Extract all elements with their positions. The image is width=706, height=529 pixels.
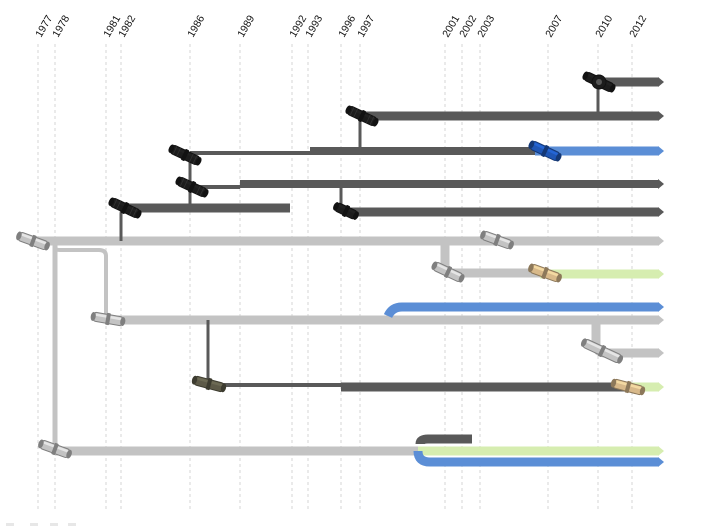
year-label: 1996 xyxy=(336,13,358,39)
pin-icon xyxy=(168,144,202,166)
pin-icon xyxy=(175,176,209,198)
pin-icon xyxy=(580,338,624,364)
arrow-tip xyxy=(658,457,664,467)
arrow-tip xyxy=(658,382,664,392)
pin-icon xyxy=(38,439,72,459)
year-label: 1982 xyxy=(116,13,138,39)
lane-2001-blue-top xyxy=(383,302,658,319)
year-label: 2012 xyxy=(627,13,649,39)
pin-icon xyxy=(480,230,514,250)
arrow-tip xyxy=(658,179,664,189)
arrow-tip xyxy=(658,302,664,312)
arrow-tip xyxy=(658,269,664,279)
arrow-tip xyxy=(658,236,664,246)
arrow-tip xyxy=(658,348,664,358)
year-label: 2007 xyxy=(543,13,565,39)
bottom-toolbar-ghost xyxy=(6,523,76,526)
arrow-tip xyxy=(658,315,664,325)
year-label: 2003 xyxy=(475,13,497,39)
year-label: 1986 xyxy=(185,13,207,39)
arrow-tip xyxy=(658,146,664,156)
pin-icon xyxy=(528,263,562,283)
branch-1981 xyxy=(53,246,108,318)
year-label: 2010 xyxy=(593,13,615,39)
pin-icon xyxy=(431,261,465,283)
pin-icon xyxy=(191,375,227,393)
branch-1986-olive xyxy=(206,320,216,387)
pin-icon xyxy=(108,197,142,219)
pin-icon xyxy=(345,105,379,127)
arrow-tips xyxy=(658,77,664,467)
arrow-tip xyxy=(658,77,664,87)
pin-icon xyxy=(333,202,359,220)
year-label: 2002 xyxy=(457,13,479,39)
pin-icon xyxy=(610,378,646,396)
lane-2001-dark-stub xyxy=(415,434,472,445)
arrow-tip xyxy=(658,111,664,121)
lanes xyxy=(35,77,658,467)
year-label: 1978 xyxy=(50,13,72,39)
pin-icon xyxy=(90,311,126,327)
year-label: 1997 xyxy=(355,13,377,39)
arrow-tip xyxy=(658,207,664,217)
pin-icon xyxy=(528,140,562,162)
pin-icon xyxy=(582,71,616,93)
pin-icon xyxy=(16,231,50,251)
year-label: 1993 xyxy=(303,13,325,39)
pin-pieces xyxy=(16,71,646,459)
branch-2001 xyxy=(440,241,540,278)
year-label: 1989 xyxy=(235,13,257,39)
lane-2001-blue-bottom xyxy=(413,450,658,467)
arrow-tip xyxy=(658,446,664,456)
